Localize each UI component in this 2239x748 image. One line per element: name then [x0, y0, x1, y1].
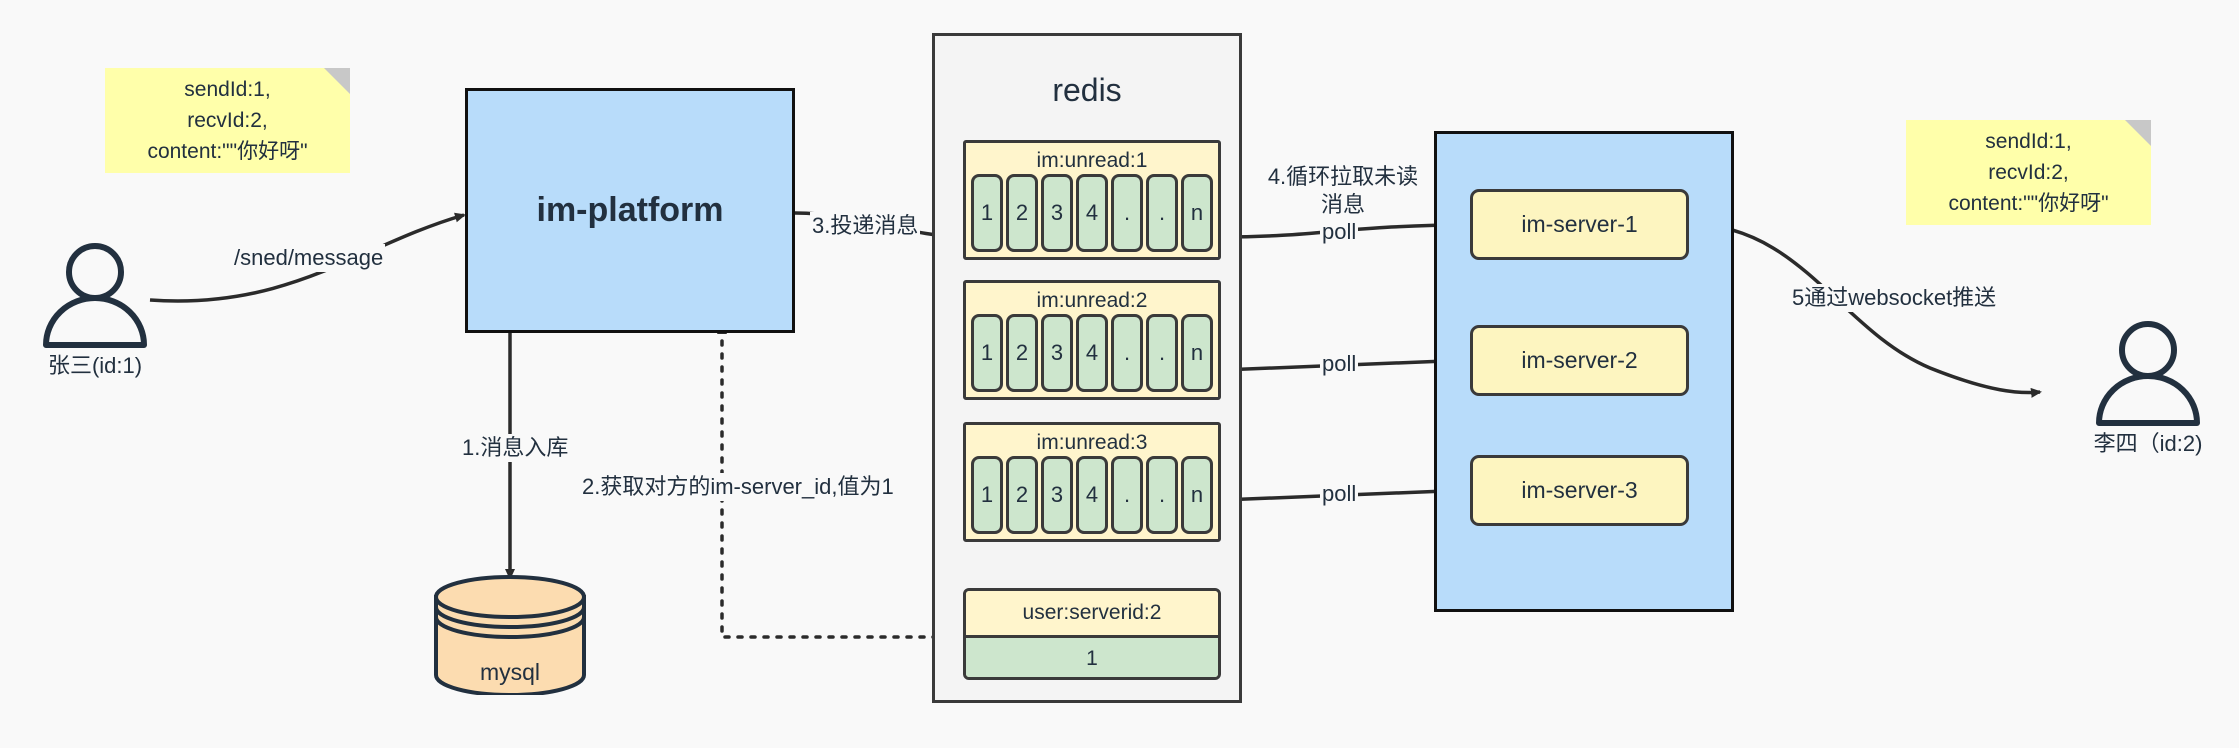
- im-platform-box[interactable]: im-platform: [465, 88, 795, 333]
- edge-label-step5: 5通过websocket推送: [1790, 284, 1999, 312]
- redis-list-1-key: im:unread:2: [1036, 289, 1148, 312]
- redis-list-2[interactable]: im:unread:3 1 2 3 4 . . n: [963, 422, 1221, 542]
- redis-cell: 1: [971, 174, 1003, 252]
- im-server-1-label: im-server-1: [1521, 211, 1638, 237]
- note-fold-icon: [324, 68, 350, 94]
- user-icon: [43, 243, 147, 348]
- sticky-note-right: sendId:1, recvId:2, content:""你好呀": [1906, 120, 2151, 225]
- redis-cell: n: [1181, 174, 1213, 252]
- user-icon: [2096, 321, 2200, 426]
- redis-cell: .: [1111, 456, 1143, 534]
- redis-cell: 2: [1006, 174, 1038, 252]
- redis-cell: 4: [1076, 174, 1108, 252]
- note-fold-icon: [2125, 120, 2151, 146]
- note-right-line3: content:""你好呀": [1948, 192, 2109, 215]
- redis-list-1[interactable]: im:unread:2 1 2 3 4 . . n: [963, 280, 1221, 400]
- actor-sender: 张三(id:1): [30, 240, 160, 385]
- redis-cell: .: [1111, 314, 1143, 392]
- im-server-1-box[interactable]: im-server-1: [1470, 189, 1689, 260]
- redis-kv-value: 1: [966, 638, 1218, 677]
- mysql-label: mysql: [479, 659, 541, 685]
- redis-kv-key: user:serverid:2: [966, 591, 1218, 638]
- redis-list-1-cells: 1 2 3 4 . . n: [969, 314, 1215, 392]
- edge-label-poll-3: poll: [1320, 480, 1359, 508]
- edge-label-step1: 1.消息入库: [460, 434, 571, 462]
- note-right-line1: sendId:1,: [1985, 130, 2072, 153]
- sticky-note-left: sendId:1, recvId:2, content:""你好呀": [105, 68, 350, 173]
- database-cylinder-icon: [434, 575, 586, 697]
- redis-cell: 3: [1041, 174, 1073, 252]
- redis-list-0-cells: 1 2 3 4 . . n: [969, 174, 1215, 252]
- redis-title: redis: [1052, 72, 1122, 108]
- redis-cell: 4: [1076, 456, 1108, 534]
- edge-label-step2: 2.获取对方的im-server_id,值为1: [580, 473, 896, 501]
- actor-receiver-label: 李四（id:2): [2093, 431, 2203, 456]
- edge-label-poll-2: poll: [1320, 350, 1359, 378]
- note-left-line2: recvId:2,: [187, 109, 268, 132]
- redis-list-2-cells: 1 2 3 4 . . n: [969, 456, 1215, 534]
- note-left-line3: content:""你好呀": [147, 140, 308, 163]
- redis-kv-box[interactable]: user:serverid:2 1: [963, 588, 1221, 680]
- redis-list-2-key: im:unread:3: [1036, 431, 1148, 454]
- redis-cell: 1: [971, 314, 1003, 392]
- redis-cell: n: [1181, 314, 1213, 392]
- redis-cell: 4: [1076, 314, 1108, 392]
- edge-label-step4: 4.循环拉取未读消息: [1256, 163, 1430, 219]
- note-right-line2: recvId:2,: [1988, 161, 2069, 184]
- redis-cell: 2: [1006, 314, 1038, 392]
- im-server-2-label: im-server-2: [1521, 347, 1638, 373]
- actor-receiver: 李四（id:2): [2083, 318, 2213, 463]
- redis-cell: .: [1146, 314, 1178, 392]
- im-server-3-label: im-server-3: [1521, 477, 1638, 503]
- edge-label-send-message: /sned/message: [232, 244, 386, 272]
- mysql-cylinder[interactable]: mysql: [430, 575, 590, 697]
- edge-label-poll-1: poll: [1320, 218, 1359, 246]
- redis-cell: .: [1111, 174, 1143, 252]
- redis-cell: 3: [1041, 314, 1073, 392]
- redis-cell: .: [1146, 174, 1178, 252]
- redis-list-0-key: im:unread:1: [1036, 149, 1148, 172]
- note-left-line1: sendId:1,: [184, 78, 271, 101]
- im-server-3-box[interactable]: im-server-3: [1470, 455, 1689, 526]
- im-platform-label: im-platform: [536, 191, 724, 229]
- redis-cell: 3: [1041, 456, 1073, 534]
- redis-cell: 1: [971, 456, 1003, 534]
- redis-cell: 2: [1006, 456, 1038, 534]
- edge-label-step3: 3.投递消息: [810, 212, 921, 240]
- im-server-2-box[interactable]: im-server-2: [1470, 325, 1689, 396]
- actor-sender-label: 张三(id:1): [47, 353, 143, 378]
- redis-cell: .: [1146, 456, 1178, 534]
- redis-cell: n: [1181, 456, 1213, 534]
- redis-list-0[interactable]: im:unread:1 1 2 3 4 . . n: [963, 140, 1221, 260]
